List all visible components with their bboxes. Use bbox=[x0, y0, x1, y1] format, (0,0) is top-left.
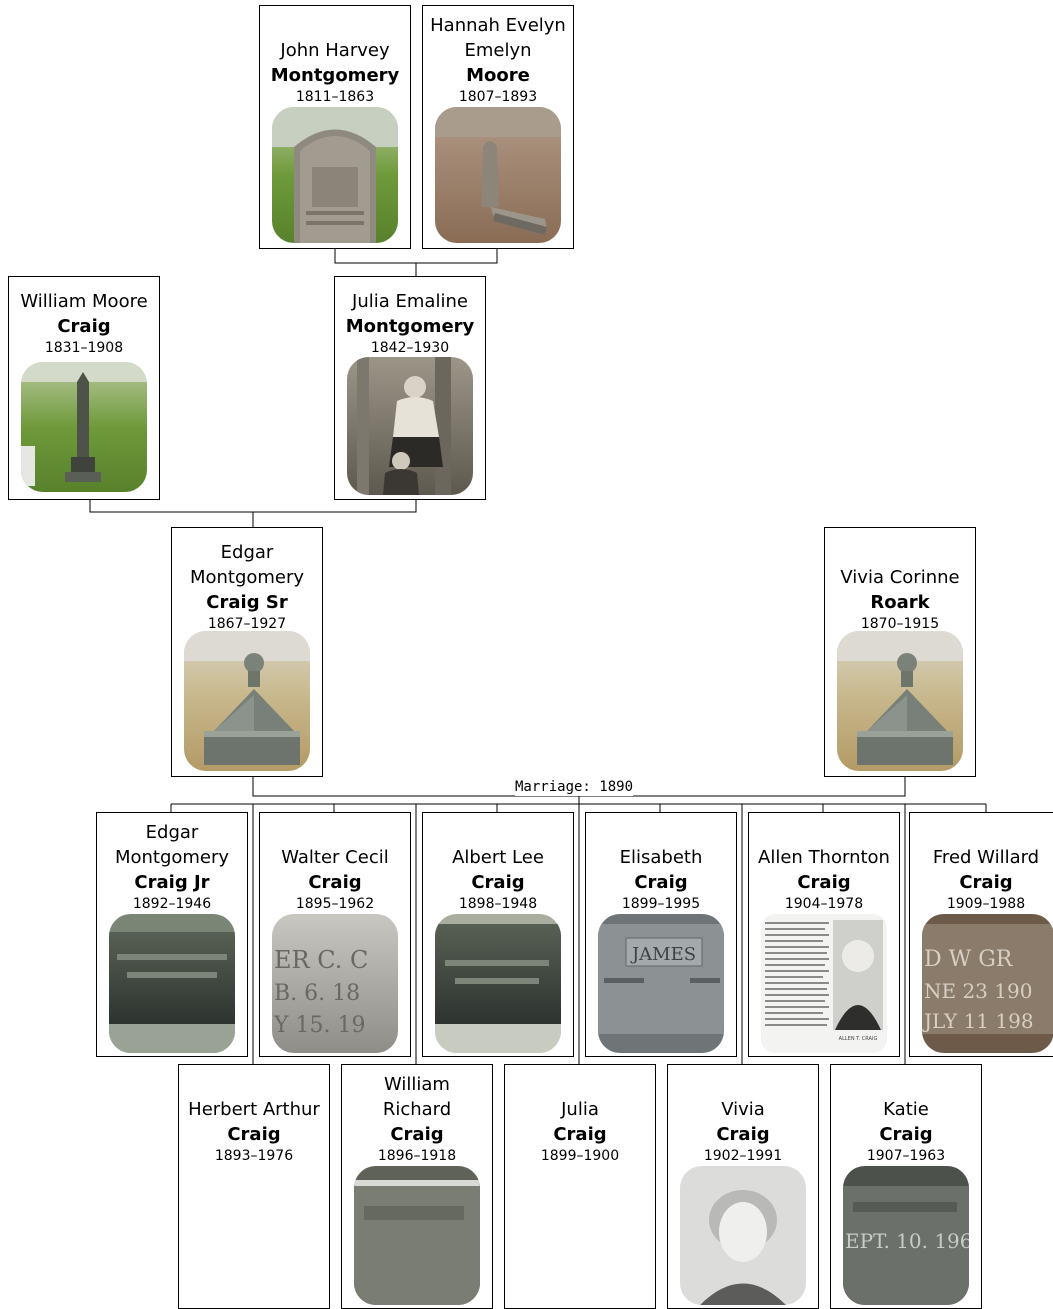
person-card-albert-lee-craig[interactable]: Albert Lee Craig 1898–1948 bbox=[422, 812, 574, 1057]
life-years: 1831–1908 bbox=[44, 340, 124, 356]
surname: Moore bbox=[466, 65, 530, 86]
gravestone-photo bbox=[184, 631, 310, 771]
marker-inscription: B. 6. 18 bbox=[274, 981, 360, 1006]
marker-inscription: D W GR bbox=[924, 947, 1014, 972]
grave-marker-photo: JAMES bbox=[598, 914, 724, 1053]
person-card-vivia-craig[interactable]: Vivia Craig 1902–1991 bbox=[667, 1064, 819, 1309]
marker-inscription: JAMES bbox=[630, 944, 696, 965]
life-years: 1896–1918 bbox=[377, 1148, 457, 1164]
surname: Montgomery bbox=[270, 65, 400, 86]
surname: Craig bbox=[879, 1124, 933, 1145]
marriage-label: Marriage: 1890 bbox=[515, 778, 634, 796]
marker-inscription: EPT. 10. 196 bbox=[845, 1229, 969, 1253]
surname: Craig bbox=[716, 1124, 770, 1145]
given-name: Edgar Montgomery bbox=[189, 542, 305, 588]
life-years: 1898–1948 bbox=[458, 896, 538, 912]
given-name: Walter Cecil bbox=[281, 847, 389, 868]
person-card-hannah-moore[interactable]: Hannah Evelyn Emelyn Moore 1807–1893 bbox=[422, 5, 574, 249]
person-card-william-moore-craig[interactable]: William Moore Craig 1831–1908 bbox=[8, 276, 160, 500]
life-years: 1909–1988 bbox=[946, 896, 1026, 912]
person-card-julia-emaline-montgomery[interactable]: Julia Emaline Montgomery 1842–1930 bbox=[334, 276, 486, 500]
surname: Craig bbox=[308, 872, 362, 893]
grave-marker-photo: D W GR NE 23 190 JLY 11 198 bbox=[922, 914, 1053, 1053]
grave-marker-photo bbox=[354, 1166, 480, 1305]
obituary-caption: ALLEN T. CRAIG bbox=[839, 1036, 878, 1042]
given-name: Allen Thornton bbox=[758, 847, 890, 868]
given-name: Julia bbox=[561, 1099, 599, 1120]
life-years: 1893–1976 bbox=[214, 1148, 294, 1164]
life-years: 1807–1893 bbox=[458, 89, 538, 105]
surname: Craig bbox=[634, 872, 688, 893]
surname: Craig bbox=[57, 316, 111, 337]
grave-marker-photo bbox=[109, 914, 235, 1053]
grave-marker-photo: EPT. 10. 196 bbox=[843, 1166, 969, 1305]
surname: Craig bbox=[553, 1124, 607, 1145]
life-years: 1899–1900 bbox=[540, 1148, 620, 1164]
given-name: Elisabeth bbox=[619, 847, 703, 868]
surname: Craig bbox=[390, 1124, 444, 1145]
marker-inscription: ER C. C bbox=[274, 946, 368, 974]
given-name: Hannah Evelyn Emelyn bbox=[430, 15, 566, 61]
surname: Craig Jr bbox=[134, 872, 210, 893]
given-name: Vivia bbox=[721, 1099, 765, 1120]
person-card-edgar-montgomery-craig-sr[interactable]: Edgar Montgomery Craig Sr 1867–1927 bbox=[171, 527, 323, 777]
portrait-photo bbox=[347, 357, 473, 495]
given-name: Fred Willard bbox=[932, 847, 1040, 868]
grave-marker-photo bbox=[435, 914, 561, 1053]
given-name: Herbert Arthur bbox=[188, 1099, 320, 1120]
life-years: 1904–1978 bbox=[784, 896, 864, 912]
given-name: Katie bbox=[883, 1099, 929, 1120]
life-years: 1867–1927 bbox=[207, 616, 287, 632]
grave-site-photo bbox=[435, 107, 561, 243]
surname: Craig bbox=[227, 1124, 281, 1145]
surname: Craig bbox=[797, 872, 851, 893]
person-card-william-richard-craig[interactable]: William Richard Craig 1896–1918 bbox=[341, 1064, 493, 1309]
life-years: 1811–1863 bbox=[295, 89, 375, 105]
life-years: 1870–1915 bbox=[860, 616, 940, 632]
grave-marker-photo: ER C. C B. 6. 18 Y 15. 19 bbox=[272, 914, 398, 1053]
given-name: William Moore bbox=[20, 291, 148, 312]
given-name: Edgar Montgomery bbox=[114, 822, 230, 868]
gravestone-photo bbox=[272, 107, 398, 243]
gravestone-photo bbox=[837, 631, 963, 771]
life-years: 1842–1930 bbox=[370, 340, 450, 356]
newspaper-obituary-photo: ALLEN T. CRAIG bbox=[761, 914, 887, 1053]
portrait-photo bbox=[680, 1166, 806, 1305]
person-card-julia-craig[interactable]: Julia Craig 1899–1900 bbox=[504, 1064, 656, 1309]
marker-inscription: JLY 11 198 bbox=[922, 1009, 1034, 1033]
life-years: 1895–1962 bbox=[295, 896, 375, 912]
person-card-herbert-arthur-craig[interactable]: Herbert Arthur Craig 1893–1976 bbox=[178, 1064, 330, 1309]
surname: Craig bbox=[471, 872, 525, 893]
person-card-walter-cecil-craig[interactable]: Walter Cecil Craig 1895–1962 ER C. C B. … bbox=[259, 812, 411, 1057]
given-name: William Richard bbox=[382, 1074, 452, 1120]
marker-inscription: NE 23 190 bbox=[924, 979, 1032, 1003]
person-card-katie-craig[interactable]: Katie Craig 1907–1963 EPT. 10. 196 bbox=[830, 1064, 982, 1309]
given-name: Vivia Corinne bbox=[840, 567, 960, 588]
person-card-fred-willard-craig[interactable]: Fred Willard Craig 1909–1988 D W GR NE 2… bbox=[909, 812, 1053, 1057]
given-name: Julia Emaline bbox=[352, 291, 468, 312]
life-years: 1907–1963 bbox=[866, 1148, 946, 1164]
person-card-john-harvey-montgomery[interactable]: John Harvey Montgomery 1811–1863 bbox=[259, 5, 411, 249]
person-card-allen-thornton-craig[interactable]: Allen Thornton Craig 1904–1978 ALLEN T. … bbox=[748, 812, 900, 1057]
life-years: 1899–1995 bbox=[621, 896, 701, 912]
person-card-edgar-montgomery-craig-jr[interactable]: Edgar Montgomery Craig Jr 1892–1946 bbox=[96, 812, 248, 1057]
surname: Craig bbox=[959, 872, 1013, 893]
person-card-elisabeth-craig[interactable]: Elisabeth Craig 1899–1995 JAMES bbox=[585, 812, 737, 1057]
life-years: 1902–1991 bbox=[703, 1148, 783, 1164]
surname: Roark bbox=[870, 592, 930, 613]
surname: Craig Sr bbox=[206, 592, 288, 613]
marker-inscription: Y 15. 19 bbox=[273, 1013, 366, 1038]
surname: Montgomery bbox=[345, 316, 475, 337]
gravestone-photo bbox=[21, 362, 147, 492]
given-name: Albert Lee bbox=[452, 847, 544, 868]
given-name: John Harvey bbox=[280, 40, 390, 61]
life-years: 1892–1946 bbox=[132, 896, 212, 912]
person-card-vivia-corinne-roark[interactable]: Vivia Corinne Roark 1870–1915 bbox=[824, 527, 976, 777]
